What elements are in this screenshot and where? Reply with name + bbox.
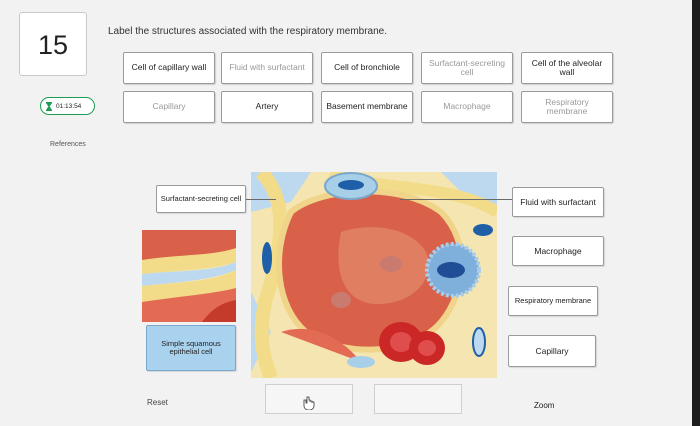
inset-illustration — [142, 230, 236, 322]
placed-label-text: Macrophage — [534, 245, 582, 256]
word-bank-chip[interactable]: Basement membrane — [321, 91, 413, 123]
placed-label-text: Capillary — [535, 345, 569, 356]
placed-label-respiratory[interactable]: Respiratory membrane — [508, 286, 598, 316]
timer-value: 01:13:54 — [56, 102, 82, 110]
placed-label-fluid[interactable]: Fluid with surfactant — [512, 187, 604, 217]
word-bank-chip[interactable]: Macrophage — [421, 91, 513, 123]
window-edge — [692, 0, 700, 426]
chip-label: Macrophage — [443, 101, 491, 112]
word-bank-chip[interactable]: Capillary — [123, 91, 215, 123]
leader-line — [400, 199, 512, 200]
drop-slot[interactable] — [374, 384, 462, 414]
chip-label: Cell of bronchiole — [334, 62, 400, 73]
placed-label-capillary[interactable]: Capillary — [508, 335, 596, 367]
placed-label-macrophage[interactable]: Macrophage — [512, 236, 604, 266]
word-bank-chip[interactable]: Cell of bronchiole — [321, 52, 413, 84]
chip-label: Cell of capillary wall — [131, 62, 207, 73]
references-link[interactable]: References — [50, 141, 86, 148]
timer: 01:13:54 — [40, 97, 95, 115]
placed-label-squamous[interactable]: Simple squamous epithelial cell — [146, 325, 236, 371]
chip-label: Basement membrane — [326, 101, 408, 112]
placed-label-surfactant-cell[interactable]: Surfactant-secreting cell — [156, 185, 246, 213]
placed-label-text: Respiratory membrane — [514, 296, 592, 306]
word-bank-chip[interactable]: Cell of the alveolar wall — [521, 52, 613, 84]
chip-label: Respiratory membrane — [545, 96, 589, 116]
question-number: 15 — [19, 12, 87, 76]
leader-line — [246, 199, 276, 200]
chip-label: Capillary — [152, 101, 186, 112]
placed-label-text: Simple squamous epithelial cell — [161, 339, 221, 356]
instruction-text: Label the structures associated with the… — [108, 26, 388, 37]
hand-cursor-icon — [303, 396, 315, 415]
placed-label-text: Surfactant-secreting cell — [160, 194, 242, 204]
word-bank-chip[interactable]: Respiratory membrane — [521, 91, 613, 123]
zoom-button[interactable]: Zoom — [534, 401, 555, 410]
chip-label: Fluid with surfactant — [229, 62, 305, 73]
chip-label: Cell of the alveolar wall — [531, 57, 603, 77]
chip-label: Artery — [255, 101, 279, 112]
word-bank-chip[interactable]: Surfactant-secreting cell — [421, 52, 513, 84]
word-bank-chip[interactable]: Fluid with surfactant — [221, 52, 313, 84]
reset-button[interactable]: Reset — [147, 398, 168, 407]
word-bank-chip[interactable]: Cell of capillary wall — [123, 52, 215, 84]
hourglass-icon — [46, 101, 52, 111]
main-illustration — [251, 172, 497, 378]
chip-label: Surfactant-secreting cell — [428, 57, 506, 77]
word-bank-chip[interactable]: Artery — [221, 91, 313, 123]
placed-label-text: Fluid with surfactant — [520, 196, 596, 207]
